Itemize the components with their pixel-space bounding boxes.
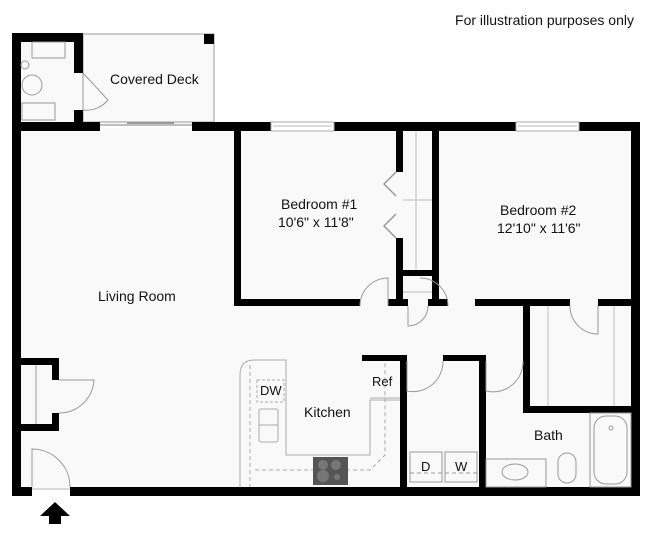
bath-label: Bath (534, 427, 563, 443)
living-room-label: Living Room (98, 288, 176, 304)
storage-walls (12, 33, 83, 133)
kitchen-label: Kitchen (304, 404, 351, 420)
bedroom1-dimensions: 10'6" x 11'8" (278, 214, 354, 230)
bedroom2-dimensions: 12'10" x 11'6" (497, 220, 581, 236)
dryer-label: D (421, 459, 431, 474)
washer-label: W (455, 459, 468, 474)
refrigerator-label: Ref (372, 374, 393, 389)
interior-walls (362, 355, 530, 495)
covered-deck-label: Covered Deck (110, 71, 199, 87)
cooktop (313, 457, 348, 485)
bedroom2-walls (475, 299, 638, 306)
bedroom2-label: Bedroom #2 (500, 202, 577, 218)
dishwasher-label: DW (260, 383, 282, 398)
disclaimer: For illustration purposes only (455, 12, 634, 28)
entry-arrow-icon (40, 502, 70, 524)
bedroom1-label: Bedroom #1 (281, 196, 358, 212)
exterior-walls (12, 122, 640, 496)
